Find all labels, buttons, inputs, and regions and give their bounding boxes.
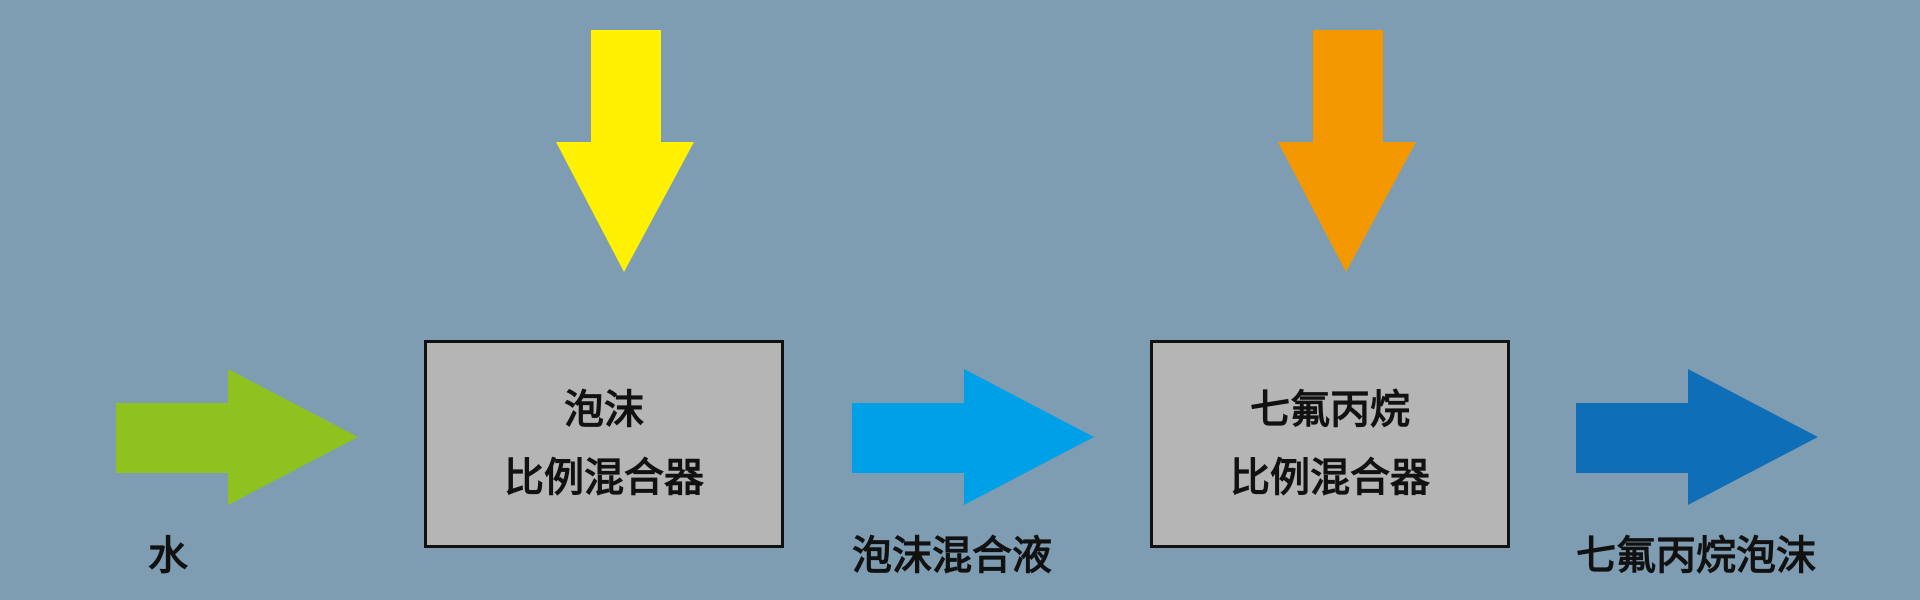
water-label: 水: [148, 533, 188, 579]
foam-concentrate-arrow: [556, 30, 694, 272]
hfc-input-arrow: [1278, 30, 1416, 272]
hfc-foam-label: 七氟丙烷泡沫: [1576, 533, 1816, 579]
water-input-arrow: [116, 369, 358, 505]
foam-mixture-arrow: [852, 369, 1094, 505]
foam-proportioner-box: 泡沫 比例混合器: [424, 340, 784, 548]
hfc-proportioner-line1: 七氟丙烷: [1250, 387, 1410, 433]
foam-proportioner-line1: 泡沫: [564, 387, 644, 433]
hfc-proportioner-box: 七氟丙烷 比例混合器: [1150, 340, 1510, 548]
foam-proportioner-line2: 比例混合器: [504, 455, 704, 501]
foam-mixture-label: 泡沫混合液: [852, 533, 1052, 579]
hfc-proportioner-line2: 比例混合器: [1230, 455, 1430, 501]
hfc-foam-output-arrow: [1576, 369, 1818, 505]
